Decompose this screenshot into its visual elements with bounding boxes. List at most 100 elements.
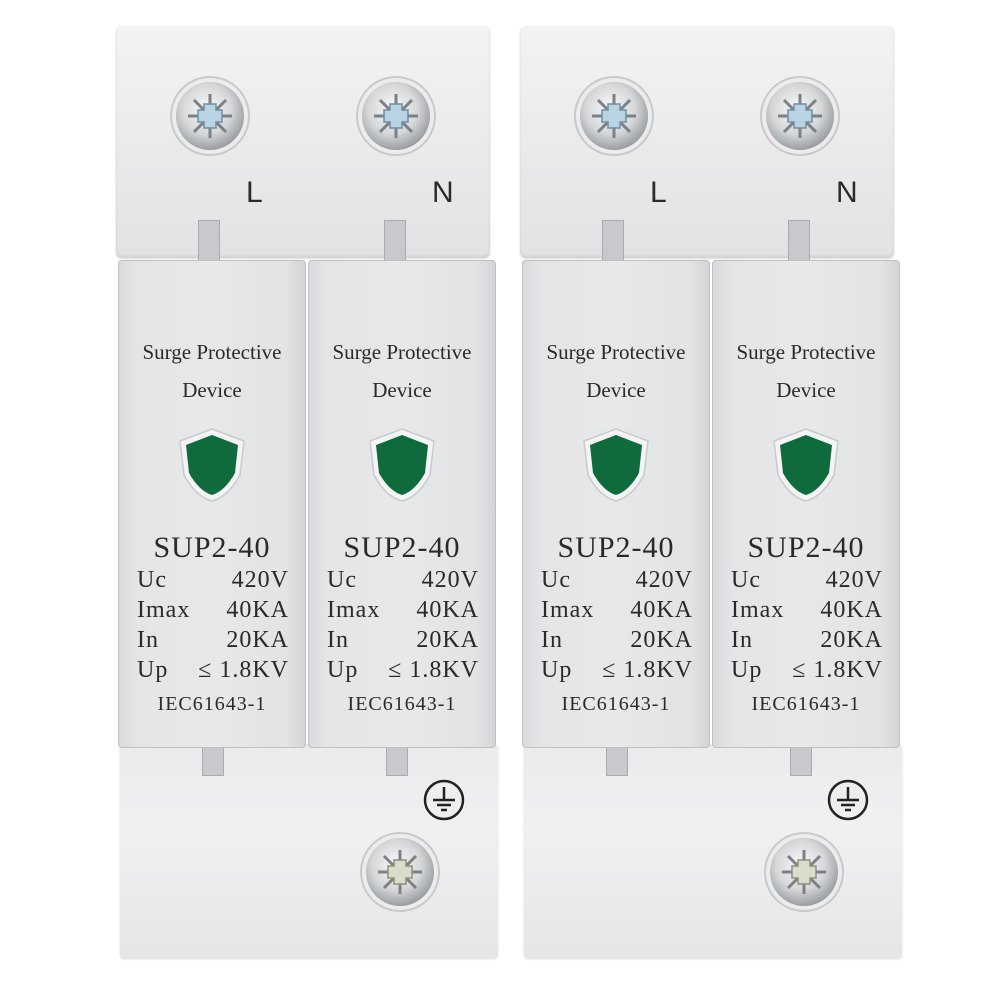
- spec-value: ≤ 1.8KV: [388, 657, 479, 683]
- spec-row: Imax 40KA: [137, 597, 289, 624]
- module-title-line2: Device: [372, 378, 432, 402]
- bottom-housing: [524, 744, 902, 958]
- spec-row: Uc 420V: [731, 567, 883, 594]
- spec-key: Up: [327, 657, 359, 683]
- spec-value: 420V: [421, 567, 479, 593]
- screw-icon: [778, 94, 822, 138]
- spec-key: Imax: [731, 597, 785, 623]
- screw-icon: [374, 94, 418, 138]
- terminal-label-line: L: [650, 176, 667, 209]
- spec-value: 20KA: [820, 627, 883, 653]
- status-indicator-icon: [369, 428, 435, 502]
- surge-protector-2: L N Surge Protective Device SUP2-40 Uc: [516, 0, 916, 1001]
- spec-key: Uc: [137, 567, 167, 593]
- standard-label: IEC61643-1: [561, 693, 671, 715]
- spec-key: Uc: [327, 567, 357, 593]
- spec-row: Imax 40KA: [731, 597, 883, 624]
- module-title-line1: Surge Protective: [332, 340, 472, 364]
- spec-row: Uc 420V: [327, 567, 479, 594]
- protection-module[interactable]: Surge Protective Device SUP2-40 Uc 420V I…: [118, 260, 306, 748]
- spec-row: In 20KA: [731, 627, 883, 654]
- spec-value: 20KA: [630, 627, 693, 653]
- spec-key: Imax: [541, 597, 595, 623]
- terminal-label-line: L: [246, 176, 263, 209]
- module-title-line2: Device: [182, 378, 242, 402]
- ground-icon: [423, 779, 465, 821]
- spec-value: 420V: [231, 567, 289, 593]
- spec-value: 420V: [825, 567, 883, 593]
- spec-row: Up ≤ 1.8KV: [327, 657, 479, 684]
- spec-key: Uc: [541, 567, 571, 593]
- spec-row: Imax 40KA: [541, 597, 693, 624]
- protection-module[interactable]: Surge Protective Device SUP2-40 Uc 420V I…: [308, 260, 496, 748]
- module-title: Surge Protective Device: [713, 333, 899, 409]
- spec-value: 40KA: [226, 597, 289, 623]
- spec-key: In: [137, 627, 159, 653]
- standard-label: IEC61643-1: [347, 693, 457, 715]
- spec-row: Uc 420V: [137, 567, 289, 594]
- module-title-line2: Device: [776, 378, 836, 402]
- standard-label: IEC61643-1: [157, 693, 267, 715]
- spec-key: Imax: [137, 597, 191, 623]
- model-number: SUP2-40: [153, 531, 271, 564]
- protection-module[interactable]: Surge Protective Device SUP2-40 Uc 420V I…: [712, 260, 900, 748]
- screw-terminal-neutral[interactable]: [362, 82, 430, 150]
- screw-terminal-ground[interactable]: [366, 838, 434, 906]
- spec-key: In: [731, 627, 753, 653]
- spec-row: Uc 420V: [541, 567, 693, 594]
- screw-terminal-neutral[interactable]: [766, 82, 834, 150]
- spec-row: Up ≤ 1.8KV: [541, 657, 693, 684]
- model-number: SUP2-40: [343, 531, 461, 564]
- spec-row: Imax 40KA: [327, 597, 479, 624]
- screw-terminal-line[interactable]: [176, 82, 244, 150]
- spec-value: ≤ 1.8KV: [198, 657, 289, 683]
- spec-row: In 20KA: [137, 627, 289, 654]
- status-indicator-icon: [773, 428, 839, 502]
- model-number: SUP2-40: [747, 531, 865, 564]
- model-number: SUP2-40: [557, 531, 675, 564]
- terminal-label-neutral: N: [432, 176, 454, 209]
- spec-value: ≤ 1.8KV: [602, 657, 693, 683]
- spec-key: Up: [137, 657, 169, 683]
- spec-value: ≤ 1.8KV: [792, 657, 883, 683]
- spec-value: 40KA: [820, 597, 883, 623]
- module-title: Surge Protective Device: [523, 333, 709, 409]
- spec-key: Imax: [327, 597, 381, 623]
- module-title-line1: Surge Protective: [142, 340, 282, 364]
- spec-key: In: [541, 627, 563, 653]
- module-title: Surge Protective Device: [309, 333, 495, 409]
- spec-value: 20KA: [416, 627, 479, 653]
- screw-icon: [378, 850, 422, 894]
- module-title-line2: Device: [586, 378, 646, 402]
- screw-terminal-line[interactable]: [580, 82, 648, 150]
- bottom-housing: [120, 744, 498, 958]
- screw-icon: [782, 850, 826, 894]
- module-title-line1: Surge Protective: [546, 340, 686, 364]
- spec-key: Up: [541, 657, 573, 683]
- top-housing: [520, 26, 894, 258]
- spec-value: 40KA: [630, 597, 693, 623]
- standard-label: IEC61643-1: [751, 693, 861, 715]
- spec-row: In 20KA: [541, 627, 693, 654]
- ground-icon: [827, 779, 869, 821]
- screw-icon: [592, 94, 636, 138]
- spec-value: 40KA: [416, 597, 479, 623]
- module-title: Surge Protective Device: [119, 333, 305, 409]
- screw-terminal-ground[interactable]: [770, 838, 838, 906]
- spec-key: Uc: [731, 567, 761, 593]
- top-housing: [116, 26, 490, 258]
- spec-key: Up: [731, 657, 763, 683]
- spec-value: 20KA: [226, 627, 289, 653]
- terminal-label-neutral: N: [836, 176, 858, 209]
- surge-protector-1: L N Surge Protective Device SUP2-40 Uc: [112, 0, 512, 1001]
- status-indicator-icon: [583, 428, 649, 502]
- spec-row: Up ≤ 1.8KV: [731, 657, 883, 684]
- spec-value: 420V: [635, 567, 693, 593]
- status-indicator-icon: [179, 428, 245, 502]
- screw-icon: [188, 94, 232, 138]
- spec-key: In: [327, 627, 349, 653]
- spec-row: In 20KA: [327, 627, 479, 654]
- spec-row: Up ≤ 1.8KV: [137, 657, 289, 684]
- module-title-line1: Surge Protective: [736, 340, 876, 364]
- protection-module[interactable]: Surge Protective Device SUP2-40 Uc 420V I…: [522, 260, 710, 748]
